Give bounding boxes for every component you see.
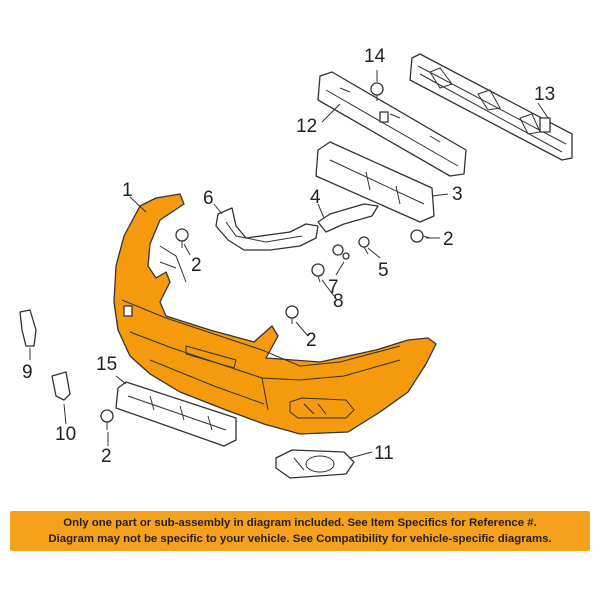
fastener-7-nut xyxy=(332,244,350,260)
fastener-2-clip-a xyxy=(175,228,189,248)
callout-2-a: 2 xyxy=(191,255,202,276)
callout-12: 12 xyxy=(296,116,317,137)
callout-6: 6 xyxy=(203,188,214,209)
leader-lines xyxy=(29,70,549,459)
part-4-bracket xyxy=(317,203,379,233)
fastener-2-clip-b xyxy=(410,229,431,243)
part-3-absorber xyxy=(315,141,435,223)
notice-line-1: Only one part or sub-assembly in diagram… xyxy=(63,517,537,529)
callout-2-b: 2 xyxy=(443,229,454,250)
callout-8: 8 xyxy=(333,291,344,312)
callout-2-c: 2 xyxy=(306,330,317,351)
part-1-bumper-cover xyxy=(113,193,437,435)
callout-9: 9 xyxy=(22,362,33,383)
fastener-8-clip xyxy=(311,263,325,283)
callout-5: 5 xyxy=(378,260,389,281)
fastener-2-clip-c xyxy=(285,305,299,324)
fastener-14-bolt xyxy=(370,82,384,101)
part-12-energy-absorber xyxy=(317,71,467,177)
callout-7: 7 xyxy=(328,277,339,298)
fastener-2-clip-d xyxy=(100,409,114,430)
fastener-5-screw xyxy=(358,236,370,255)
callout-labels: 1 14 13 12 3 6 4 2 2 5 7 8 2 9 10 15 2 1… xyxy=(22,46,555,467)
callout-2-d: 2 xyxy=(101,446,112,467)
callout-3: 3 xyxy=(452,184,463,205)
part-10-bracket xyxy=(51,371,71,401)
part-13-reinforcement-bar xyxy=(409,53,573,161)
callout-4: 4 xyxy=(310,187,321,208)
callout-15: 15 xyxy=(96,354,117,375)
part-11-fog-lamp-bezel xyxy=(275,449,355,479)
callout-13: 13 xyxy=(534,84,555,105)
callout-1: 1 xyxy=(122,180,133,201)
part-15-lower-absorber xyxy=(115,381,237,447)
part-9-side-bracket xyxy=(19,309,37,347)
callout-10: 10 xyxy=(55,424,76,445)
notice-banner: Only one part or sub-assembly in diagram… xyxy=(10,511,590,551)
callout-11: 11 xyxy=(374,443,394,464)
notice-line-2: Diagram may not be specific to your vehi… xyxy=(48,533,552,545)
part-6-bracket xyxy=(215,207,319,251)
callout-14: 14 xyxy=(364,46,386,67)
